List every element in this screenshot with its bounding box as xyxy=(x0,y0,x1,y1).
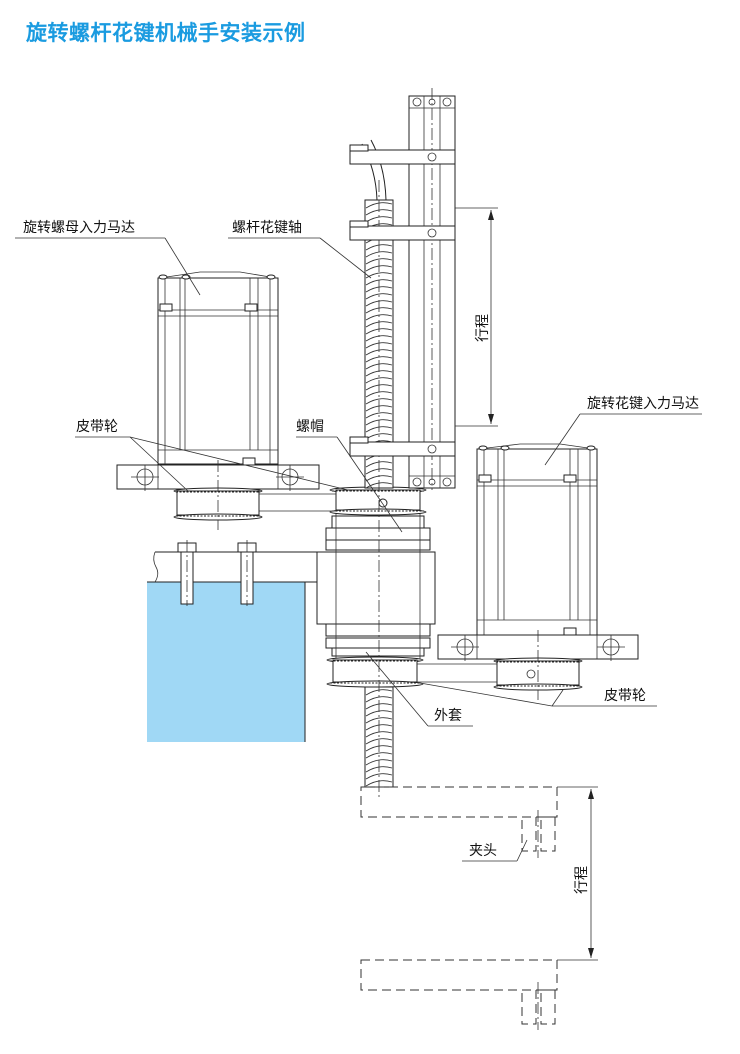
thread-line xyxy=(365,717,393,724)
housing-assembly xyxy=(316,514,436,660)
leader-lines xyxy=(15,237,702,862)
gripper-upper-position xyxy=(360,786,558,858)
upper-stroke-label: 行程 xyxy=(475,314,491,342)
thread-line xyxy=(365,293,393,300)
upper-pulley xyxy=(329,486,427,516)
thread-line xyxy=(365,738,393,745)
thread-line xyxy=(365,412,393,419)
bolt xyxy=(177,540,197,606)
lower-stroke-label: 行程 xyxy=(574,866,590,894)
nut-input-motor xyxy=(116,271,320,530)
lower-stroke-dimension xyxy=(557,786,598,961)
label-screw-spline-shaft: 螺杆花键轴 xyxy=(232,220,302,236)
arm-plate xyxy=(147,540,362,606)
label-pulley-left: 皮带轮 xyxy=(76,419,118,435)
diagram-title: 旋转螺杆花键机械手安装示例 xyxy=(26,21,306,45)
guide-rail xyxy=(349,88,498,490)
spline-input-motor xyxy=(437,443,639,700)
thread-line xyxy=(365,752,393,759)
label-spline-input-motor: 旋转花键入力马达 xyxy=(587,396,699,412)
lower-pulley xyxy=(326,656,424,688)
thread-line xyxy=(365,773,393,780)
label-gripper: 夹头 xyxy=(469,843,497,859)
thread-line xyxy=(365,377,393,384)
thread-line xyxy=(365,398,393,405)
label-nut-input-motor: 旋转螺母入力马达 xyxy=(23,220,135,236)
label-nut: 螺帽 xyxy=(296,419,324,435)
gripper-lower-position xyxy=(360,959,558,1030)
thread-line xyxy=(365,258,393,265)
mounting-base xyxy=(147,582,306,742)
label-housing: 外套 xyxy=(434,708,462,724)
label-pulley-right: 皮带轮 xyxy=(604,688,646,704)
thread-line xyxy=(365,272,393,279)
bolt xyxy=(237,540,257,606)
upper-stroke-dimension xyxy=(488,210,494,424)
